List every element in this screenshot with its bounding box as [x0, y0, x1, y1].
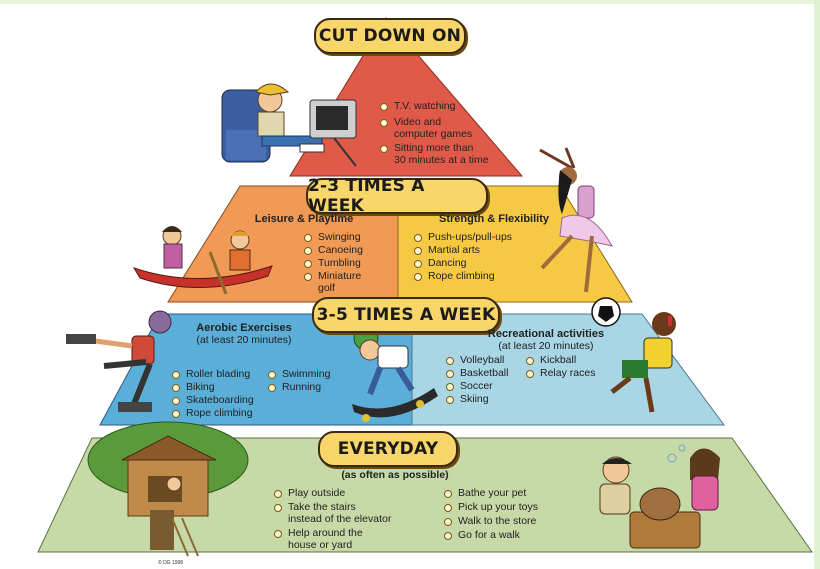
bullet-icon	[268, 384, 276, 392]
list-item: Martial arts	[414, 244, 544, 256]
list-item: Relay races	[526, 367, 610, 379]
recreational-list-col1: Volleyball Basketball Soccer Skiing	[446, 354, 526, 406]
bullet-icon	[274, 530, 282, 538]
bullet-icon	[268, 371, 276, 379]
list-item: Tumbling	[304, 257, 394, 269]
list-item: T.V. watching	[380, 100, 510, 112]
bullet-icon	[414, 260, 422, 268]
list-item: Take the stairs instead of the elevator	[274, 501, 424, 525]
bullet-icon	[380, 145, 388, 153]
list-item: Walk to the store	[444, 515, 574, 527]
bullet-icon	[304, 260, 312, 268]
list-item: Biking	[172, 381, 268, 393]
banner-2-3-times: 2-3 TIMES A WEEK	[306, 176, 488, 216]
bullet-icon	[444, 518, 452, 526]
bullet-icon	[304, 247, 312, 255]
list-item: Kickball	[526, 354, 610, 366]
list-item: Swimming	[268, 368, 348, 380]
recreational-subtitle: (at least 20 minutes)	[498, 340, 594, 352]
banner-everyday: EVERYDAY	[318, 431, 458, 467]
recreational-list-col2: Kickball Relay races	[526, 354, 610, 380]
top-border	[0, 0, 820, 4]
bullet-icon	[304, 273, 312, 281]
bullet-icon	[380, 119, 388, 127]
strength-title: Strength & Flexibility	[438, 213, 549, 225]
cut-down-list: T.V. watching Video and computer games S…	[380, 100, 510, 167]
bullet-icon	[446, 383, 454, 391]
list-item: Miniature golf	[304, 270, 394, 294]
list-item: Running	[268, 381, 348, 393]
recreational-title: Recreational activities	[487, 328, 605, 340]
list-item: Canoeing	[304, 244, 394, 256]
bullet-icon	[172, 384, 180, 392]
bullet-icon	[172, 397, 180, 405]
bullet-icon	[172, 410, 180, 418]
list-item: Help around the house or yard	[274, 527, 424, 551]
bullet-icon	[446, 396, 454, 404]
copyright-notice: © DG 1998	[158, 560, 184, 566]
bullet-icon	[414, 234, 422, 242]
bullet-icon	[414, 247, 422, 255]
bullet-icon	[304, 234, 312, 242]
list-item: Rope climbing	[414, 270, 544, 282]
bullet-icon	[444, 504, 452, 512]
bullet-icon	[444, 490, 452, 498]
list-item: Bathe your pet	[444, 487, 574, 499]
list-item: Skateboarding	[172, 394, 268, 406]
list-item: Dancing	[414, 257, 544, 269]
bullet-icon	[274, 504, 282, 512]
aerobic-title: Aerobic Exercises	[196, 322, 292, 334]
banner-3-5-times: 3-5 TIMES A WEEK	[312, 297, 500, 333]
aerobic-list-col1: Roller blading Biking Skateboarding Rope…	[172, 368, 268, 420]
list-item: Skiing	[446, 393, 526, 405]
list-item: Rope climbing	[172, 407, 268, 419]
everyday-list-col2: Bathe your pet Pick up your toys Walk to…	[444, 487, 574, 542]
bullet-icon	[172, 371, 180, 379]
list-item: Sitting more than 30 minutes at a time	[380, 142, 510, 166]
dancer-icon	[539, 147, 613, 293]
side-border	[814, 0, 820, 569]
bullet-icon	[414, 273, 422, 281]
banner-cut-down-on: CUT DOWN ON	[314, 18, 466, 54]
tv-kid-icon	[221, 83, 357, 167]
list-item: Push-ups/pull-ups	[414, 231, 544, 243]
bullet-icon	[380, 103, 388, 111]
soccer-kid-icon	[591, 297, 676, 413]
bullet-icon	[444, 532, 452, 540]
list-item: Soccer	[446, 380, 526, 392]
everyday-subtitle: (as often as possible)	[341, 469, 449, 481]
list-item: Basketball	[446, 367, 526, 379]
bullet-icon	[526, 357, 534, 365]
leisure-title: Leisure & Playtime	[254, 213, 354, 225]
canoe-icon	[132, 226, 273, 295]
treehouse-icon	[87, 421, 249, 557]
aerobic-subtitle: (at least 20 minutes)	[196, 334, 292, 346]
list-item: Play outside	[274, 487, 424, 499]
bullet-icon	[274, 490, 282, 498]
list-item: Swinging	[304, 231, 394, 243]
dog-bath-icon	[599, 444, 720, 549]
list-item: Video and computer games	[380, 116, 510, 140]
list-item: Volleyball	[446, 354, 526, 366]
list-item: Roller blading	[172, 368, 268, 380]
aerobic-list-col2: Swimming Running	[268, 368, 348, 394]
roller-blader-icon	[66, 310, 172, 412]
strength-list: Push-ups/pull-ups Martial arts Dancing R…	[414, 231, 544, 283]
leisure-list: Swinging Canoeing Tumbling Miniature gol…	[304, 231, 394, 295]
list-item: Pick up your toys	[444, 501, 574, 513]
bullet-icon	[446, 357, 454, 365]
bullet-icon	[446, 370, 454, 378]
everyday-list-col1: Play outside Take the stairs instead of …	[274, 487, 424, 552]
bullet-icon	[526, 370, 534, 378]
list-item: Go for a walk	[444, 529, 574, 541]
